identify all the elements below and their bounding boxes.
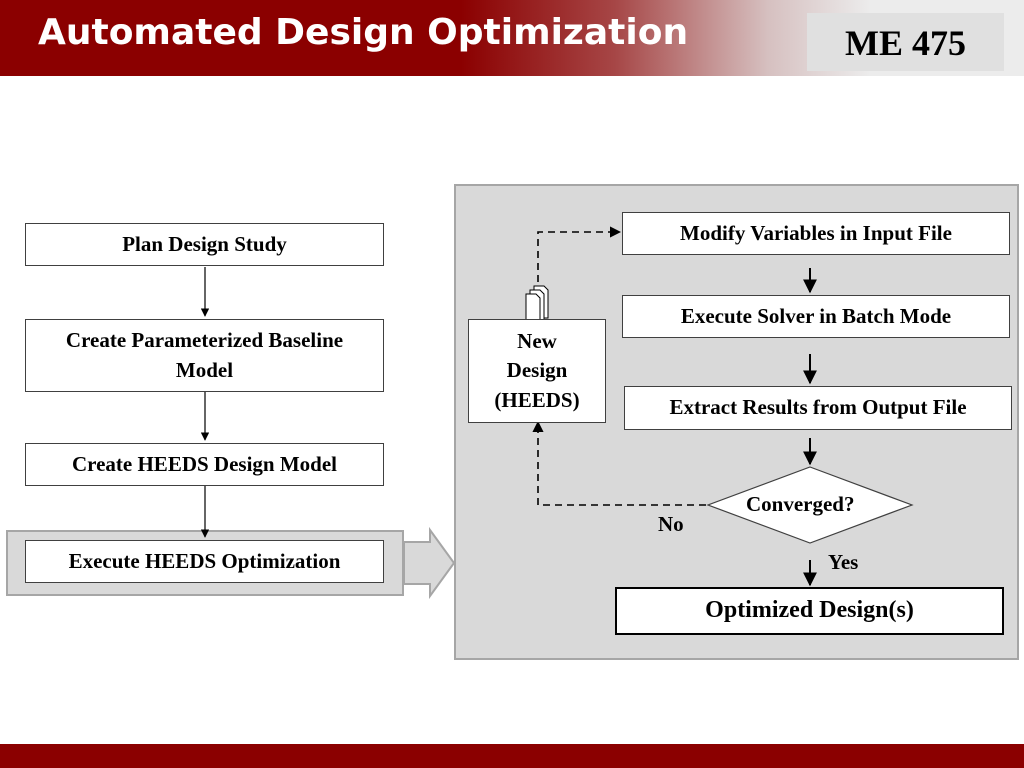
document-stack-icon: [525, 285, 549, 327]
step-create-baseline-model: Create Parameterized Baseline Model: [25, 319, 384, 392]
step-execute-heeds-optimization: Execute HEEDS Optimization: [25, 540, 384, 583]
no-label: No: [658, 512, 684, 536]
step-extract-results: Extract Results from Output File: [624, 386, 1012, 430]
slide-title: Automated Design Optimization: [38, 12, 689, 53]
step-create-heeds-model: Create HEEDS Design Model: [25, 443, 384, 486]
new-design-heeds-box: New Design (HEEDS): [468, 319, 606, 423]
step-plan-design-study: Plan Design Study: [25, 223, 384, 266]
title-bar: Automated Design Optimization ME 475: [0, 0, 1024, 76]
step-modify-variables: Modify Variables in Input File: [622, 212, 1010, 255]
yes-label: Yes: [828, 550, 859, 574]
step-execute-solver: Execute Solver in Batch Mode: [622, 295, 1010, 338]
block-arrow-right-icon: [403, 526, 456, 600]
converged-diamond: [706, 466, 914, 544]
converged-label: Converged?: [746, 492, 855, 516]
footer-bar: [0, 744, 1024, 768]
dashed-no-path: [532, 420, 706, 506]
dashed-new-design-path: [537, 226, 622, 282]
optimized-designs-box: Optimized Design(s): [615, 587, 1004, 635]
course-badge: ME 475: [807, 13, 1004, 71]
